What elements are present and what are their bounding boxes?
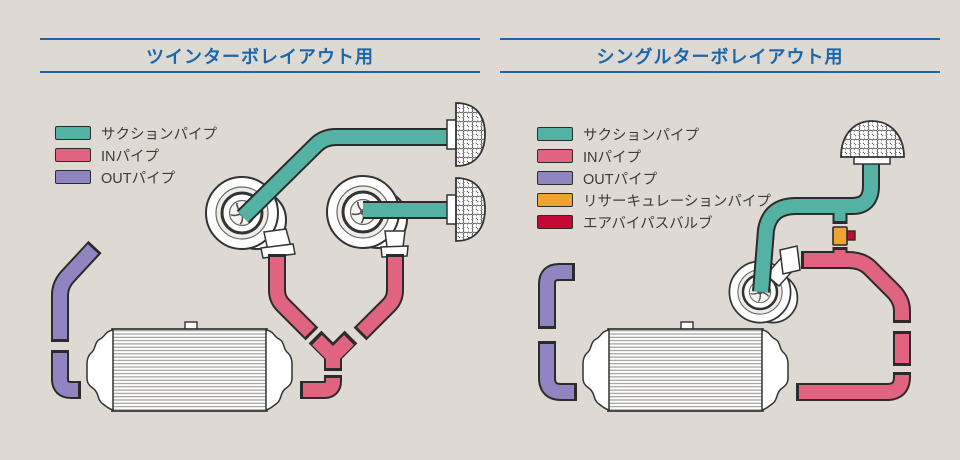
legend-label: OUTパイプ: [101, 170, 176, 187]
legend-swatch-suction: [537, 127, 573, 141]
suction-pipe: [236, 128, 452, 224]
legend-swatch-out: [537, 171, 573, 185]
left-panel-header: ツインターボレイアウト用: [40, 38, 480, 73]
legend-item: リサーキュレーションパイプ: [537, 189, 771, 211]
legend-swatch-suction: [55, 126, 91, 140]
air-bypass-valve: [846, 230, 856, 241]
right-panel-header: シングルターボレイアウト用: [500, 38, 940, 73]
legend-item: INパイプ: [537, 145, 771, 167]
legend-item: OUTパイプ: [55, 166, 217, 188]
legend-swatch-recirculation: [537, 193, 573, 207]
recirculation-pipe: [832, 226, 848, 246]
legend-item: サクションパイプ: [55, 122, 217, 144]
left-panel-title: ツインターボレイアウト用: [146, 46, 374, 67]
intercooler: [86, 321, 293, 412]
legend-label: エアバイパスバルブ: [583, 215, 713, 232]
air-cleaner-front: [446, 102, 486, 167]
air-cleaner: [840, 120, 905, 165]
suction-pipe: [752, 160, 880, 293]
legend-label: サクションパイプ: [101, 126, 217, 143]
legend-item: エアバイパスバルブ: [537, 211, 771, 233]
air-cleaner-rear: [446, 177, 486, 242]
legend-label: OUTパイプ: [583, 171, 658, 188]
legend-swatch-in: [55, 148, 91, 162]
out-pipe: [538, 263, 577, 401]
legend-swatch-air-bypass: [537, 215, 573, 229]
legend-swatch-out: [55, 170, 91, 184]
legend-item: INパイプ: [55, 144, 217, 166]
out-pipe: [51, 240, 102, 399]
intercooler: [582, 321, 789, 412]
legend-label: リサーキュレーションパイプ: [583, 193, 771, 210]
single-turbo-layout-diagram: [538, 120, 911, 412]
twin-turbo-layout-diagram: [51, 102, 486, 412]
turbo-outlet-flange: [779, 245, 801, 275]
turbo-outlet-duct: [384, 230, 406, 248]
legend-label: INパイプ: [583, 149, 641, 166]
right-panel-title: シングルターボレイアウト用: [596, 46, 844, 67]
right-legend: サクションパイプ INパイプ OUTパイプ リサーキュレーションパイプ エアバイ…: [537, 123, 771, 233]
turbocharger: [728, 245, 801, 324]
in-pipe: [796, 247, 911, 401]
in-pipe: [268, 254, 404, 399]
legend-item: OUTパイプ: [537, 167, 771, 189]
legend-label: サクションパイプ: [583, 127, 699, 144]
legend-item: サクションパイプ: [537, 123, 771, 145]
left-legend: サクションパイプ INパイプ OUTパイプ: [55, 122, 217, 188]
legend-label: INパイプ: [101, 148, 159, 165]
legend-swatch-in: [537, 149, 573, 163]
